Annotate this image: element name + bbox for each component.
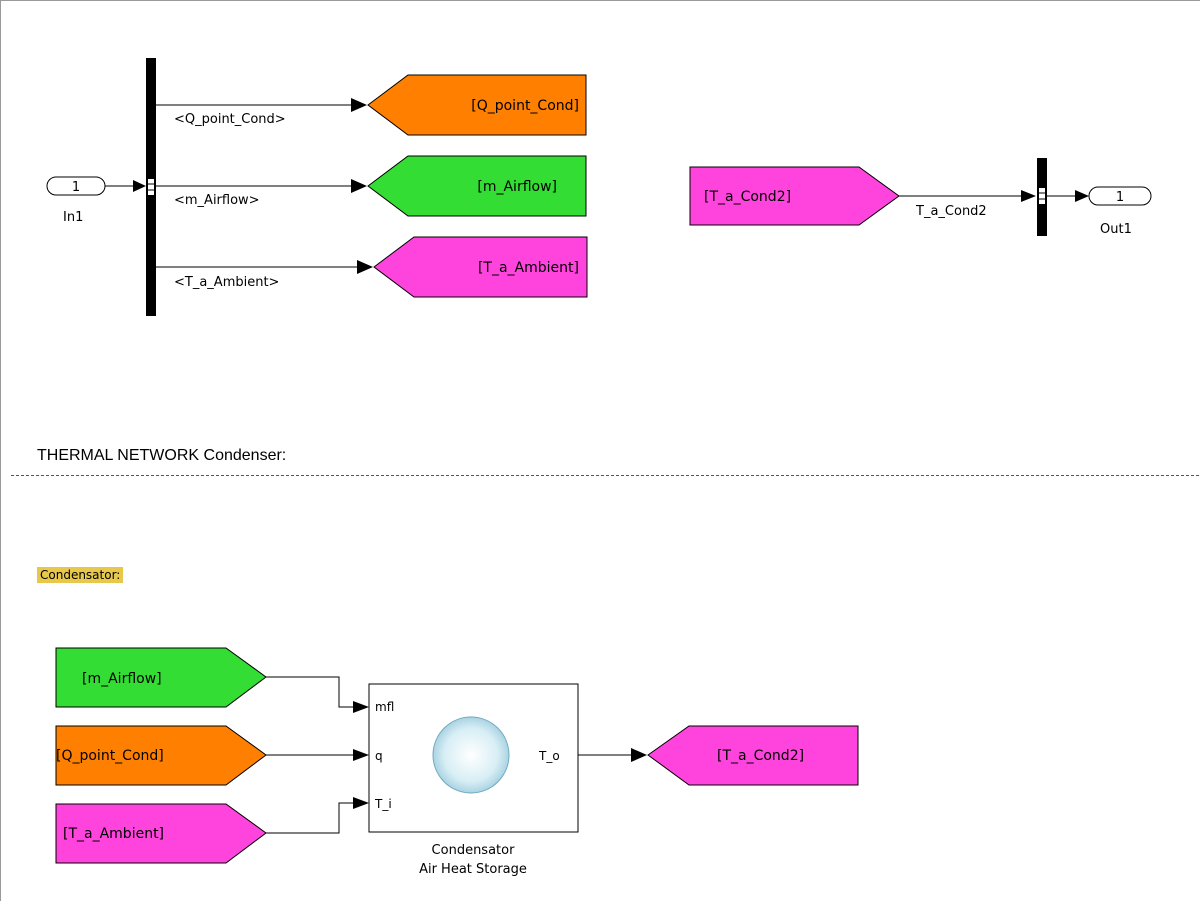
port-t-i: T_i — [374, 797, 392, 811]
wire-bus-to-out1 — [1047, 190, 1089, 202]
outport-name: Out1 — [1100, 222, 1132, 237]
wire-in1-to-bus — [105, 180, 146, 192]
from-tag-label: [T_a_Ambient] — [63, 826, 164, 842]
block-caption-line2: Air Heat Storage — [419, 862, 527, 877]
bus-signal-q-point-cond: <Q_point_Cond> — [174, 112, 286, 127]
bus-out-signal-label: T_a_Cond2 — [915, 204, 987, 219]
goto-q-point-cond[interactable]: [Q_point_Cond] — [367, 74, 587, 136]
outport-number: 1 — [1116, 190, 1124, 205]
bus-signal-m-airflow: <m_Airflow> — [174, 193, 260, 208]
thermal-storage-icon — [432, 716, 510, 794]
condensator-block[interactable]: mfl q T_i T_o — [368, 683, 579, 833]
port-t-o: T_o — [538, 749, 560, 763]
goto-m-airflow[interactable]: [m_Airflow] — [367, 155, 587, 217]
from-t-a-cond2[interactable]: [T_a_Cond2] — [689, 166, 900, 226]
wire-t-a-cond2-to-bus — [899, 190, 1036, 202]
wire-t-o-to-goto — [578, 748, 647, 762]
section-divider — [11, 475, 1199, 476]
from-q-point-cond[interactable]: [Q_point_Cond] — [55, 725, 267, 786]
bus-selector[interactable] — [146, 58, 156, 316]
section-title: THERMAL NETWORK Condenser: — [37, 447, 287, 464]
wire-t-a-ambient — [156, 260, 373, 274]
goto-t-a-cond2[interactable]: [T_a_Cond2] — [647, 725, 859, 786]
bus-signal-t-a-ambient: <T_a_Ambient> — [174, 275, 279, 290]
wire-m-airflow — [156, 179, 367, 193]
goto-t-a-ambient[interactable]: [T_a_Ambient] — [373, 236, 588, 298]
goto-tag-label: [T_a_Cond2] — [717, 748, 804, 764]
block-caption-line1: Condensator — [431, 843, 515, 858]
outport-out1[interactable]: 1 — [1088, 186, 1152, 206]
from-t-a-ambient[interactable]: [T_a_Ambient] — [55, 803, 267, 864]
from-m-airflow[interactable]: [m_Airflow] — [55, 647, 267, 708]
port-q: q — [375, 749, 383, 763]
block-caption: Condensator Air Heat Storage — [373, 841, 573, 879]
wire-q-point-cond — [156, 98, 367, 112]
wire-q-point-cond-to-q — [266, 749, 369, 761]
bus-creator[interactable] — [1037, 158, 1047, 236]
condensator-annotation[interactable]: Condensator: — [37, 567, 124, 583]
goto-tag-label: [m_Airflow] — [477, 179, 557, 195]
port-mfl: mfl — [375, 700, 394, 714]
from-tag-label: [Q_point_Cond] — [56, 748, 164, 764]
inport-number: 1 — [72, 180, 80, 195]
wire-t-a-ambient-to-t-i — [266, 797, 369, 834]
inport-in1[interactable]: 1 — [46, 176, 106, 196]
from-tag-label: [T_a_Cond2] — [704, 189, 791, 205]
goto-tag-label: [Q_point_Cond] — [471, 98, 579, 114]
inport-name: In1 — [63, 210, 83, 225]
from-tag-label: [m_Airflow] — [82, 671, 162, 687]
goto-tag-label: [T_a_Ambient] — [478, 260, 579, 276]
wire-m-airflow-to-mfl — [266, 676, 369, 713]
